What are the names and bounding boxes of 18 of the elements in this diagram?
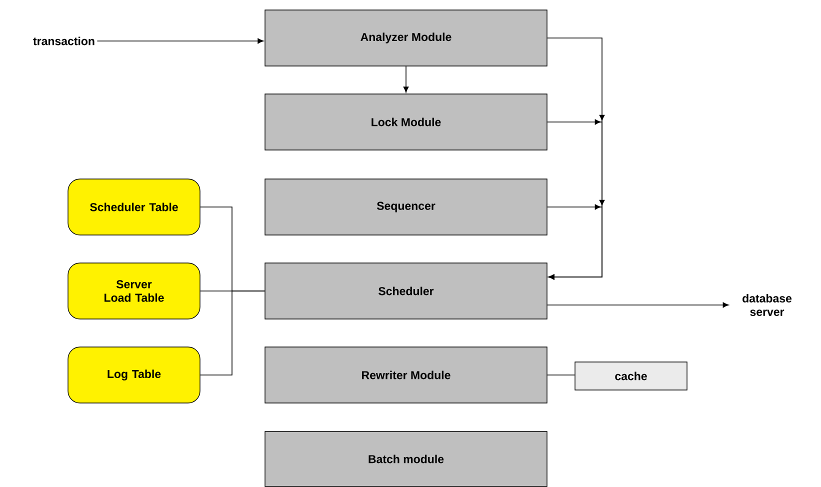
text-label: transaction (33, 36, 94, 46)
text-label: database server (742, 294, 792, 316)
connector-line (200, 290, 266, 376)
table-box: Scheduler Table (68, 178, 200, 236)
module-box: Lock Module (264, 94, 548, 150)
module-box: Scheduler (264, 262, 548, 320)
arrow (96, 38, 264, 44)
arrow (546, 302, 729, 308)
table-box: Server Load Table (68, 262, 200, 320)
connector-line (546, 374, 576, 376)
cache-box: cache (574, 362, 688, 390)
module-box: Sequencer (264, 178, 548, 236)
arrow (546, 204, 602, 280)
arrow (403, 66, 409, 93)
module-box: Rewriter Module (264, 346, 548, 404)
module-box: Analyzer Module (264, 10, 548, 66)
module-box: Batch module (264, 431, 548, 487)
table-box: Log Table (68, 346, 200, 404)
